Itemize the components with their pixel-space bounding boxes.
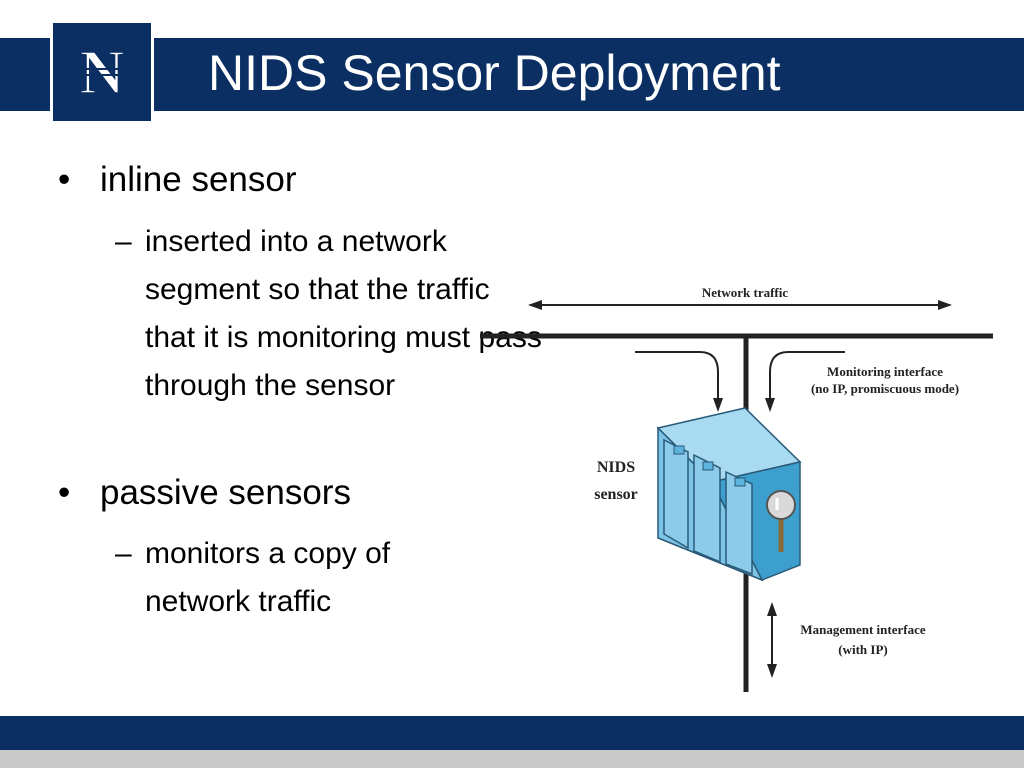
bullet-dot: • [58, 473, 71, 512]
management-interface-label-2: (with IP) [838, 642, 887, 657]
management-interface-label-1: Management interface [800, 622, 925, 637]
network-traffic-arrow [528, 300, 952, 310]
monitoring-arrow-left [635, 351, 719, 400]
monitoring-interface-label-2: (no IP, promiscuous mode) [811, 381, 959, 396]
footer-bar [0, 716, 1024, 750]
monitoring-interface-label-1: Monitoring interface [827, 364, 943, 379]
slide-title: NIDS Sensor Deployment [208, 45, 781, 101]
bullet-dot: • [58, 160, 71, 199]
sub-bullet-text: inserted into a network segment so that … [145, 225, 542, 402]
sub-bullet-dash: – [115, 225, 132, 258]
management-interface-arrow [767, 602, 777, 678]
bullet-text: inline sensor [100, 160, 297, 199]
magnifier-icon [766, 490, 796, 552]
nids-sensor-label-2: sensor [594, 486, 638, 503]
footer-strip [0, 750, 1024, 768]
sub-bullet-dash: – [115, 537, 132, 570]
bullet-text: passive sensors [100, 473, 351, 512]
sub-bullet-text: monitors a copy of network traffic [145, 537, 391, 618]
sub-bullet-passive-description: – monitors a copy of network traffic [115, 530, 475, 626]
network-traffic-label: Network traffic [702, 285, 788, 300]
svg-text:N: N [80, 41, 125, 103]
logo-n-icon: N [71, 41, 133, 103]
university-logo: N [50, 20, 154, 124]
title-bar [0, 38, 1024, 111]
sub-bullet-inline-description: – inserted into a network segment so tha… [115, 218, 545, 410]
bullet-passive-sensors: • passive sensors [58, 473, 351, 513]
nids-sensor-label-1: NIDS [597, 459, 635, 476]
bullet-inline-sensor: • inline sensor [58, 160, 297, 200]
monitoring-arrow-right [769, 351, 845, 400]
